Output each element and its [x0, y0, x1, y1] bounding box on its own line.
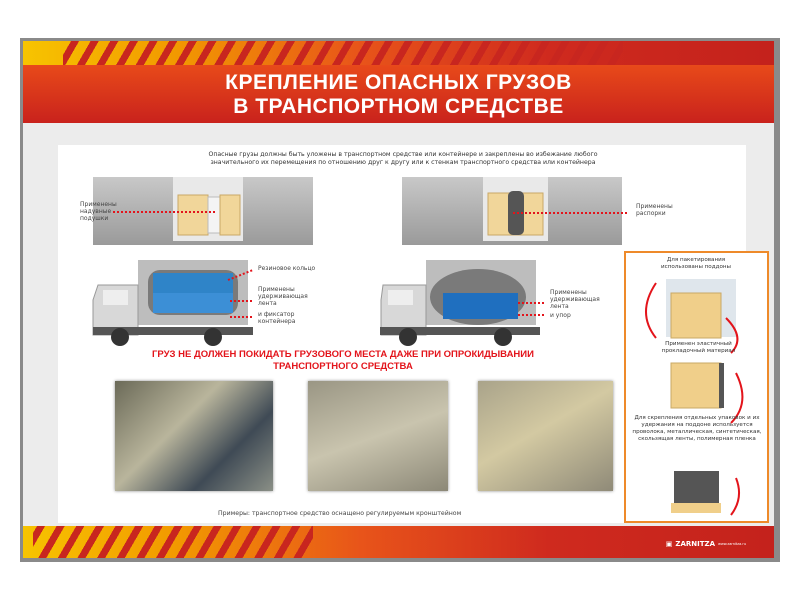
poster: КРЕПЛЕНИЕ ОПАСНЫХ ГРУЗОВ В ТРАНСПОРТНОМ … [23, 41, 774, 558]
container-airbags [93, 177, 313, 245]
brand-name: ZARNITZA [675, 540, 715, 548]
label-fixator: и фиксатор контейнера [258, 311, 296, 325]
truck-barrels [380, 260, 540, 346]
label-strap-1: Применены удерживающая лента [258, 286, 308, 307]
label-rubber-ring: Резиновое кольцо [258, 265, 316, 272]
logo-icon: ▣ [665, 540, 673, 548]
poster-frame: КРЕПЛЕНИЕ ОПАСНЫХ ГРУЗОВ В ТРАНСПОРТНОМ … [20, 38, 780, 562]
packaging-text-1: Для пакетирования использованы поддоны [661, 257, 731, 270]
label-stop: и упор [550, 312, 571, 319]
warning-text: ГРУЗ НЕ ДОЛЖЕН ПОКИДАТЬ ГРУЗОВОГО МЕСТА … [138, 349, 548, 373]
photo-example-2 [308, 381, 448, 491]
label-strap-2: Применены удерживающая лента [550, 289, 600, 310]
warning-line-1: ГРУЗ НЕ ДОЛЖЕН ПОКИДАТЬ ГРУЗОВОГО МЕСТА … [152, 349, 534, 360]
packaging-text-3: Для скрепления отдельных упаковок и их у… [632, 415, 762, 442]
label-airbags: Применены надувные подушки [80, 201, 117, 222]
warning-line-2: ТРАНСПОРТНОГО СРЕДСТВА [273, 361, 413, 372]
photo-example-3 [478, 381, 613, 491]
photo-caption: Примеры: транспортное средство оснащено … [218, 510, 462, 517]
packaging-text-2: Применен эластичный прокладочный материа… [661, 341, 736, 354]
truck-cylinders [92, 260, 253, 346]
container-spacers [402, 177, 622, 245]
brand-contacts: www.zarnitza.ru [718, 542, 747, 546]
title-line-1: КРЕПЛЕНИЕ ОПАСНЫХ ГРУЗОВ [225, 71, 572, 94]
content-area: Опасные грузы должны быть уложены в тран… [58, 145, 769, 523]
label-spacers: Применены распорки [636, 203, 673, 217]
page-title: КРЕПЛЕНИЕ ОПАСНЫХ ГРУЗОВ В ТРАНСПОРТНОМ … [23, 65, 774, 123]
photo-example-1 [115, 381, 273, 491]
packaging-illustrations [645, 279, 744, 516]
illustrations [92, 177, 628, 346]
intro-text: Опасные грузы должны быть уложены в тран… [208, 151, 598, 166]
title-line-2: В ТРАНСПОРТНОМ СРЕДСТВЕ [233, 95, 564, 118]
packaging-box: Для пакетирования использованы поддоны П… [624, 251, 769, 523]
